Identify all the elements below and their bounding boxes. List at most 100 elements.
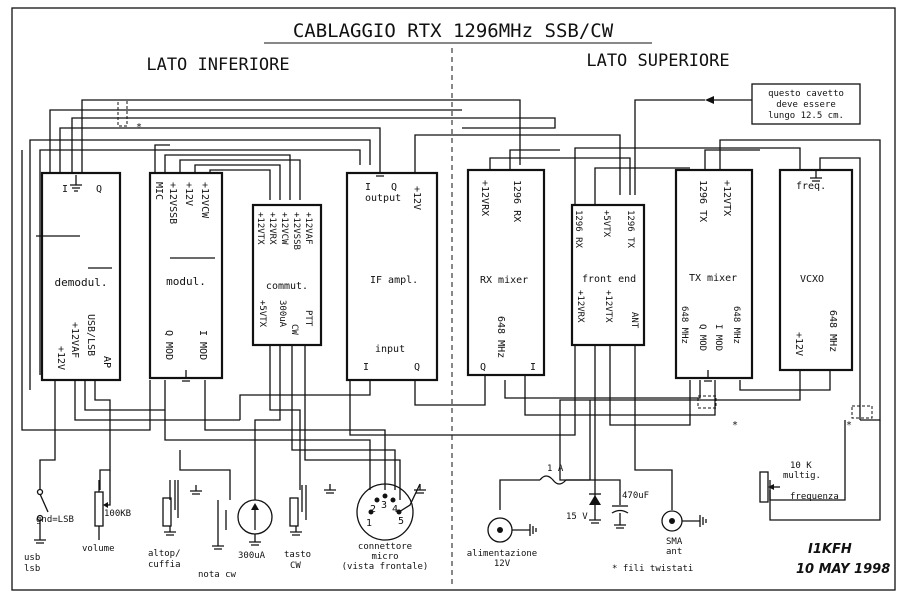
svg-text:IF ampl.: IF ampl. bbox=[370, 275, 418, 286]
twisted-note: * fili twistati bbox=[612, 564, 693, 574]
svg-text:I: I bbox=[363, 362, 369, 373]
volume-label: volume bbox=[82, 544, 115, 554]
conn-pin-2: 2 bbox=[370, 504, 376, 515]
svg-text:modul.: modul. bbox=[166, 275, 206, 288]
svg-text:TX mixer: TX mixer bbox=[689, 273, 737, 284]
svg-text:+12VCW: +12VCW bbox=[199, 182, 210, 219]
multig-label-1: 10 K bbox=[790, 461, 812, 471]
conn-label-3: (vista frontale) bbox=[342, 562, 429, 572]
cw-key-jack bbox=[289, 484, 336, 536]
svg-text:MIC: MIC bbox=[153, 182, 164, 200]
cw-note-switch bbox=[212, 500, 227, 550]
frequenza-label: frequenza bbox=[790, 492, 839, 502]
speaker-jack bbox=[162, 480, 202, 536]
svg-text:I: I bbox=[530, 362, 536, 373]
svg-text:648 MHz: 648 MHz bbox=[827, 310, 838, 352]
svg-text:+12VTX: +12VTX bbox=[255, 212, 265, 245]
tasto-label: tasto bbox=[284, 550, 311, 560]
svg-text:1296 RX: 1296 RX bbox=[511, 180, 522, 222]
star-1: * bbox=[136, 122, 142, 133]
capacitor bbox=[611, 505, 629, 529]
svg-text:+12VRX: +12VRX bbox=[479, 180, 490, 216]
svg-text:+12VRX: +12VRX bbox=[267, 212, 277, 245]
note-line-3: lungo 12.5 cm. bbox=[768, 111, 844, 121]
date-signature: 10 MAY 1998 bbox=[796, 562, 890, 577]
svg-text:VCXO: VCXO bbox=[800, 274, 824, 285]
svg-text:+12V: +12V bbox=[793, 332, 804, 356]
gnd-lsb-label: gnd=LSB bbox=[36, 515, 74, 525]
svg-text:USB/LSB: USB/LSB bbox=[85, 314, 96, 356]
zener-label: 15 V bbox=[566, 512, 588, 522]
svg-text:I: I bbox=[62, 184, 68, 195]
svg-text:output: output bbox=[365, 193, 401, 204]
svg-text:PTT: PTT bbox=[303, 310, 313, 327]
meter-300ua bbox=[237, 499, 273, 546]
svg-text:+12VTX: +12VTX bbox=[603, 290, 613, 323]
svg-text:300uA: 300uA bbox=[277, 300, 287, 328]
altop-label: altop/ bbox=[148, 549, 181, 559]
usb-label: usb bbox=[24, 553, 40, 563]
conn-label-1: connettore bbox=[358, 542, 412, 552]
fuse bbox=[539, 475, 567, 485]
svg-text:+12V: +12V bbox=[55, 346, 66, 370]
multig-label-2: multig. bbox=[783, 471, 821, 481]
alim-label-2: 12V bbox=[494, 559, 511, 569]
svg-text:+12VRX: +12VRX bbox=[575, 290, 585, 323]
conn-pin-4: 4 bbox=[392, 504, 398, 515]
star-3: * bbox=[846, 420, 852, 431]
svg-text:Q: Q bbox=[96, 184, 102, 195]
volume-potentiometer bbox=[94, 470, 111, 540]
svg-text:freq.: freq. bbox=[796, 181, 826, 192]
svg-text:+12VAF: +12VAF bbox=[69, 322, 80, 358]
frequency-trimpot bbox=[759, 471, 780, 503]
svg-text:commut.: commut. bbox=[266, 281, 308, 292]
svg-text:Q MOD: Q MOD bbox=[697, 324, 707, 351]
wiring bbox=[21, 99, 881, 521]
page-border bbox=[11, 7, 896, 591]
ground-symbols bbox=[70, 165, 822, 382]
alim-label-1: alimentazione bbox=[467, 549, 537, 559]
star-2: * bbox=[732, 420, 738, 431]
fuse-label: 1 A bbox=[547, 464, 564, 474]
svg-text:+12V: +12V bbox=[411, 186, 422, 210]
sma-label: SMA bbox=[666, 537, 683, 547]
module-tx-mixer: 1296 TX +12VTX TX mixer 648 MHz Q MOD I … bbox=[674, 168, 754, 380]
svg-text:ANT: ANT bbox=[629, 312, 639, 329]
module-commut: +12VTX +12VRX +12VCW +12VSSB +12VAF comm… bbox=[251, 203, 323, 347]
mic-connector bbox=[356, 483, 426, 541]
svg-text:Q MOD: Q MOD bbox=[163, 330, 174, 360]
ant-label: ant bbox=[666, 547, 682, 557]
svg-text:+12VAF: +12VAF bbox=[303, 212, 313, 245]
svg-text:648 MHz: 648 MHz bbox=[495, 316, 506, 358]
module-demodul: I Q demodul. +12V +12VAF USB/LSB AP bbox=[36, 171, 122, 382]
conn-label-2: micro bbox=[371, 552, 398, 562]
svg-text:+12VCW: +12VCW bbox=[279, 212, 289, 245]
label-lato-superiore: LATO SUPERIORE bbox=[586, 51, 729, 71]
conn-pin-5: 5 bbox=[398, 516, 404, 527]
sma-connector bbox=[661, 510, 707, 532]
pot-label: 100KB bbox=[104, 509, 131, 519]
svg-text:Q: Q bbox=[391, 182, 397, 193]
svg-text:+12VTX: +12VTX bbox=[721, 180, 732, 216]
svg-text:648 MHz: 648 MHz bbox=[731, 306, 741, 344]
conn-pin-3: 3 bbox=[381, 500, 387, 511]
nota-label: nota cw bbox=[198, 570, 237, 580]
svg-text:+12V: +12V bbox=[183, 182, 194, 206]
note-arrowhead bbox=[705, 96, 714, 104]
twisted-marker-1 bbox=[117, 99, 128, 127]
conn-pin-1: 1 bbox=[366, 518, 372, 529]
svg-text:+5VTX: +5VTX bbox=[257, 300, 267, 328]
module-if-ampl: I Q +12V output IF ampl. input I Q bbox=[345, 171, 439, 382]
cw-label: CW bbox=[290, 561, 301, 571]
module-rx-mixer: +12VRX 1296 RX RX mixer 648 MHz Q I bbox=[466, 168, 546, 377]
module-front-end: 1296 RX +5VTX 1296 TX front end +12VRX +… bbox=[570, 203, 646, 347]
svg-text:front end: front end bbox=[582, 274, 636, 285]
svg-text:AP: AP bbox=[101, 356, 112, 368]
svg-text:demodul.: demodul. bbox=[55, 276, 108, 289]
diagram-title: CABLAGGIO RTX 1296MHz SSB/CW bbox=[293, 20, 614, 42]
svg-text:+5VTX: +5VTX bbox=[601, 210, 611, 238]
svg-text:I: I bbox=[365, 182, 371, 193]
usb-lsb-switch bbox=[34, 488, 49, 544]
